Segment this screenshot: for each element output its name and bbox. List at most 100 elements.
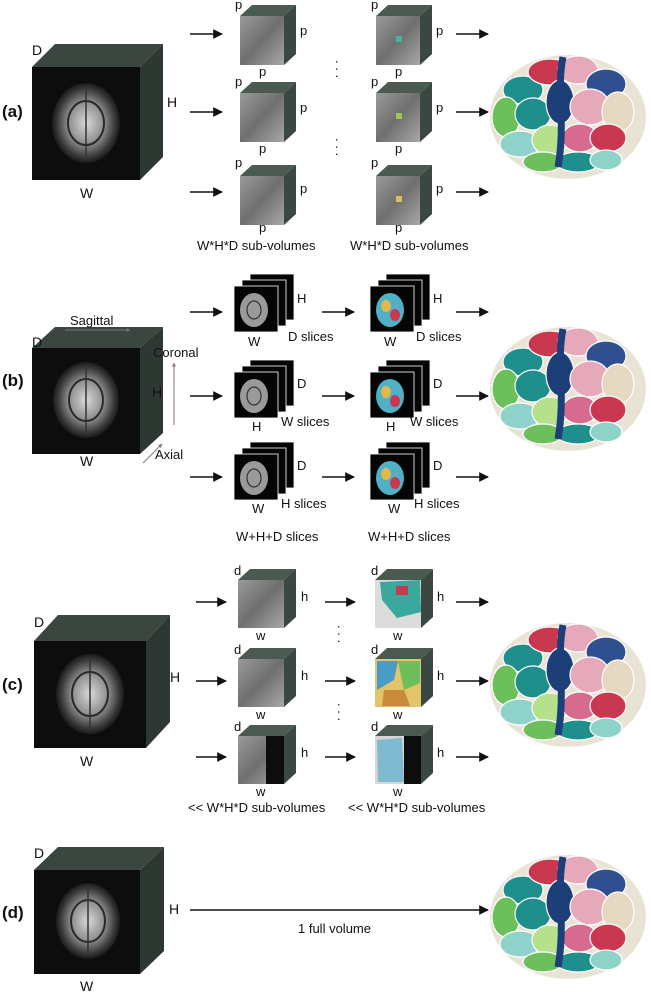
subvolume-output-1: p p p bbox=[371, 0, 443, 79]
dim-label-w: W bbox=[80, 185, 94, 201]
patch-label-p: p bbox=[436, 23, 443, 38]
patch-label-w: w bbox=[255, 707, 266, 722]
patch-label-w: w bbox=[392, 707, 403, 722]
dim-label-h: H bbox=[169, 901, 179, 917]
patch-label-p: p bbox=[371, 74, 378, 89]
panel-d: (d) D H W 1 full volume bbox=[2, 845, 646, 994]
label-region bbox=[381, 300, 391, 312]
stack-slices-label: D slices bbox=[416, 329, 462, 344]
stack-slices-label: H slices bbox=[414, 496, 460, 511]
input-volume-a: D H W bbox=[32, 42, 177, 201]
input-volume-b: D H W bbox=[32, 327, 163, 469]
patch-label-w: w bbox=[255, 784, 266, 799]
ventricle bbox=[246, 386, 262, 406]
dim-label-h: H bbox=[170, 669, 180, 685]
stack-bottom-label: W bbox=[252, 501, 265, 516]
patch-label-d: d bbox=[371, 642, 378, 657]
label-region bbox=[381, 386, 391, 398]
stack-side-label: D bbox=[297, 458, 306, 473]
ventricle bbox=[246, 468, 262, 488]
subvolume-input-2: d h w bbox=[234, 642, 308, 722]
vertical-ellipsis: . . . bbox=[335, 625, 350, 643]
caption-subvolumes: W*H*D sub-volumes bbox=[350, 238, 469, 253]
patch-label-p: p bbox=[235, 155, 242, 170]
patch-label-w: w bbox=[392, 628, 403, 643]
axis-label-coronal: Coronal bbox=[153, 345, 199, 360]
parcel-region bbox=[589, 923, 627, 953]
slice-stack-output-axial bbox=[369, 273, 431, 333]
caption-subvolumes: << W*H*D sub-volumes bbox=[348, 800, 486, 815]
slice-brain-image bbox=[376, 379, 404, 413]
patch-label-w: w bbox=[255, 628, 266, 643]
label-region bbox=[390, 309, 400, 321]
dim-label-d: D bbox=[32, 42, 42, 58]
vertical-ellipsis: . . . bbox=[333, 60, 348, 78]
slice-stack-input-coronal bbox=[233, 441, 295, 501]
segmented-brain-render-d bbox=[490, 855, 646, 979]
dim-label-d: D bbox=[34, 845, 44, 861]
parcel-region bbox=[589, 717, 623, 739]
parcel-region bbox=[589, 149, 623, 171]
slice-brain-image bbox=[376, 461, 404, 495]
patch-label-h: h bbox=[301, 745, 308, 760]
label-region bbox=[390, 395, 400, 407]
caption-subvolumes: << W*H*D sub-volumes bbox=[188, 800, 326, 815]
patch-label-p: p bbox=[395, 64, 402, 79]
patch-label-p: p bbox=[371, 155, 378, 170]
parcel-region bbox=[589, 421, 623, 443]
slice-brain-image bbox=[240, 293, 268, 327]
stack-slices-label: W slices bbox=[410, 414, 459, 429]
slice-brain-image bbox=[376, 293, 404, 327]
label-region bbox=[381, 468, 391, 480]
patch-label-p: p bbox=[395, 141, 402, 156]
patch-label-h: h bbox=[301, 589, 308, 604]
patch-label-d: d bbox=[234, 719, 241, 734]
caption-full-volume: 1 full volume bbox=[298, 921, 371, 936]
patch-label-p: p bbox=[395, 220, 402, 235]
patch-label-d: d bbox=[371, 563, 378, 578]
dim-label-w: W bbox=[80, 978, 94, 994]
parcel-region bbox=[589, 691, 627, 721]
patch-label-d: d bbox=[234, 642, 241, 657]
dim-label-w: W bbox=[80, 753, 94, 769]
stack-slices-label: H slices bbox=[281, 496, 327, 511]
patch-label-d: d bbox=[234, 563, 241, 578]
subvolume-input-2: p p p bbox=[235, 74, 307, 156]
patch-label-p: p bbox=[436, 181, 443, 196]
patch-label-p: p bbox=[300, 100, 307, 115]
slice-stack-output-sagittal bbox=[369, 359, 431, 419]
input-volume-c: D H W bbox=[34, 614, 180, 769]
panel-label-c: (c) bbox=[2, 675, 23, 694]
panel-c: (c) D H W . . . . . . d h bbox=[2, 563, 646, 815]
stack-side-label: D bbox=[433, 458, 442, 473]
panel-a: (a) D H W p p p p bbox=[2, 0, 646, 253]
slice-stack-input-sagittal bbox=[233, 359, 295, 419]
patch-label-p: p bbox=[259, 220, 266, 235]
cube-top bbox=[32, 44, 163, 67]
input-volume-d: D H W bbox=[34, 845, 179, 994]
patch-label-p: p bbox=[235, 0, 242, 12]
panel-b: (b) D H W Sagittal Coronal Axial bbox=[2, 273, 646, 544]
patch-label-p: p bbox=[235, 74, 242, 89]
stack-bottom-label: W bbox=[384, 334, 397, 349]
stack-slices-label: W slices bbox=[281, 414, 330, 429]
dim-label-h: H bbox=[152, 384, 162, 400]
vertical-ellipsis: . . . bbox=[335, 703, 350, 721]
patch-label-h: h bbox=[437, 745, 444, 760]
patch-label-h: h bbox=[437, 668, 444, 683]
slice-brain-image bbox=[240, 379, 268, 413]
panel-label-a: (a) bbox=[2, 102, 23, 121]
dim-label-d: D bbox=[34, 614, 44, 630]
subvolume-output-2: p p p bbox=[371, 74, 443, 156]
patch-label-p: p bbox=[300, 23, 307, 38]
parcel-region bbox=[589, 123, 627, 153]
stack-side-label: H bbox=[433, 291, 442, 306]
subvolume-output-1: d h w bbox=[371, 563, 444, 643]
stack-bottom-label: W bbox=[248, 334, 261, 349]
segmented-brain-render-b bbox=[490, 327, 646, 451]
central-sulcus-region bbox=[554, 856, 567, 968]
panel-label-d: (d) bbox=[2, 903, 24, 922]
subvolume-output-2: d h w bbox=[371, 642, 444, 722]
subvolume-output-3: p p p bbox=[371, 155, 443, 235]
